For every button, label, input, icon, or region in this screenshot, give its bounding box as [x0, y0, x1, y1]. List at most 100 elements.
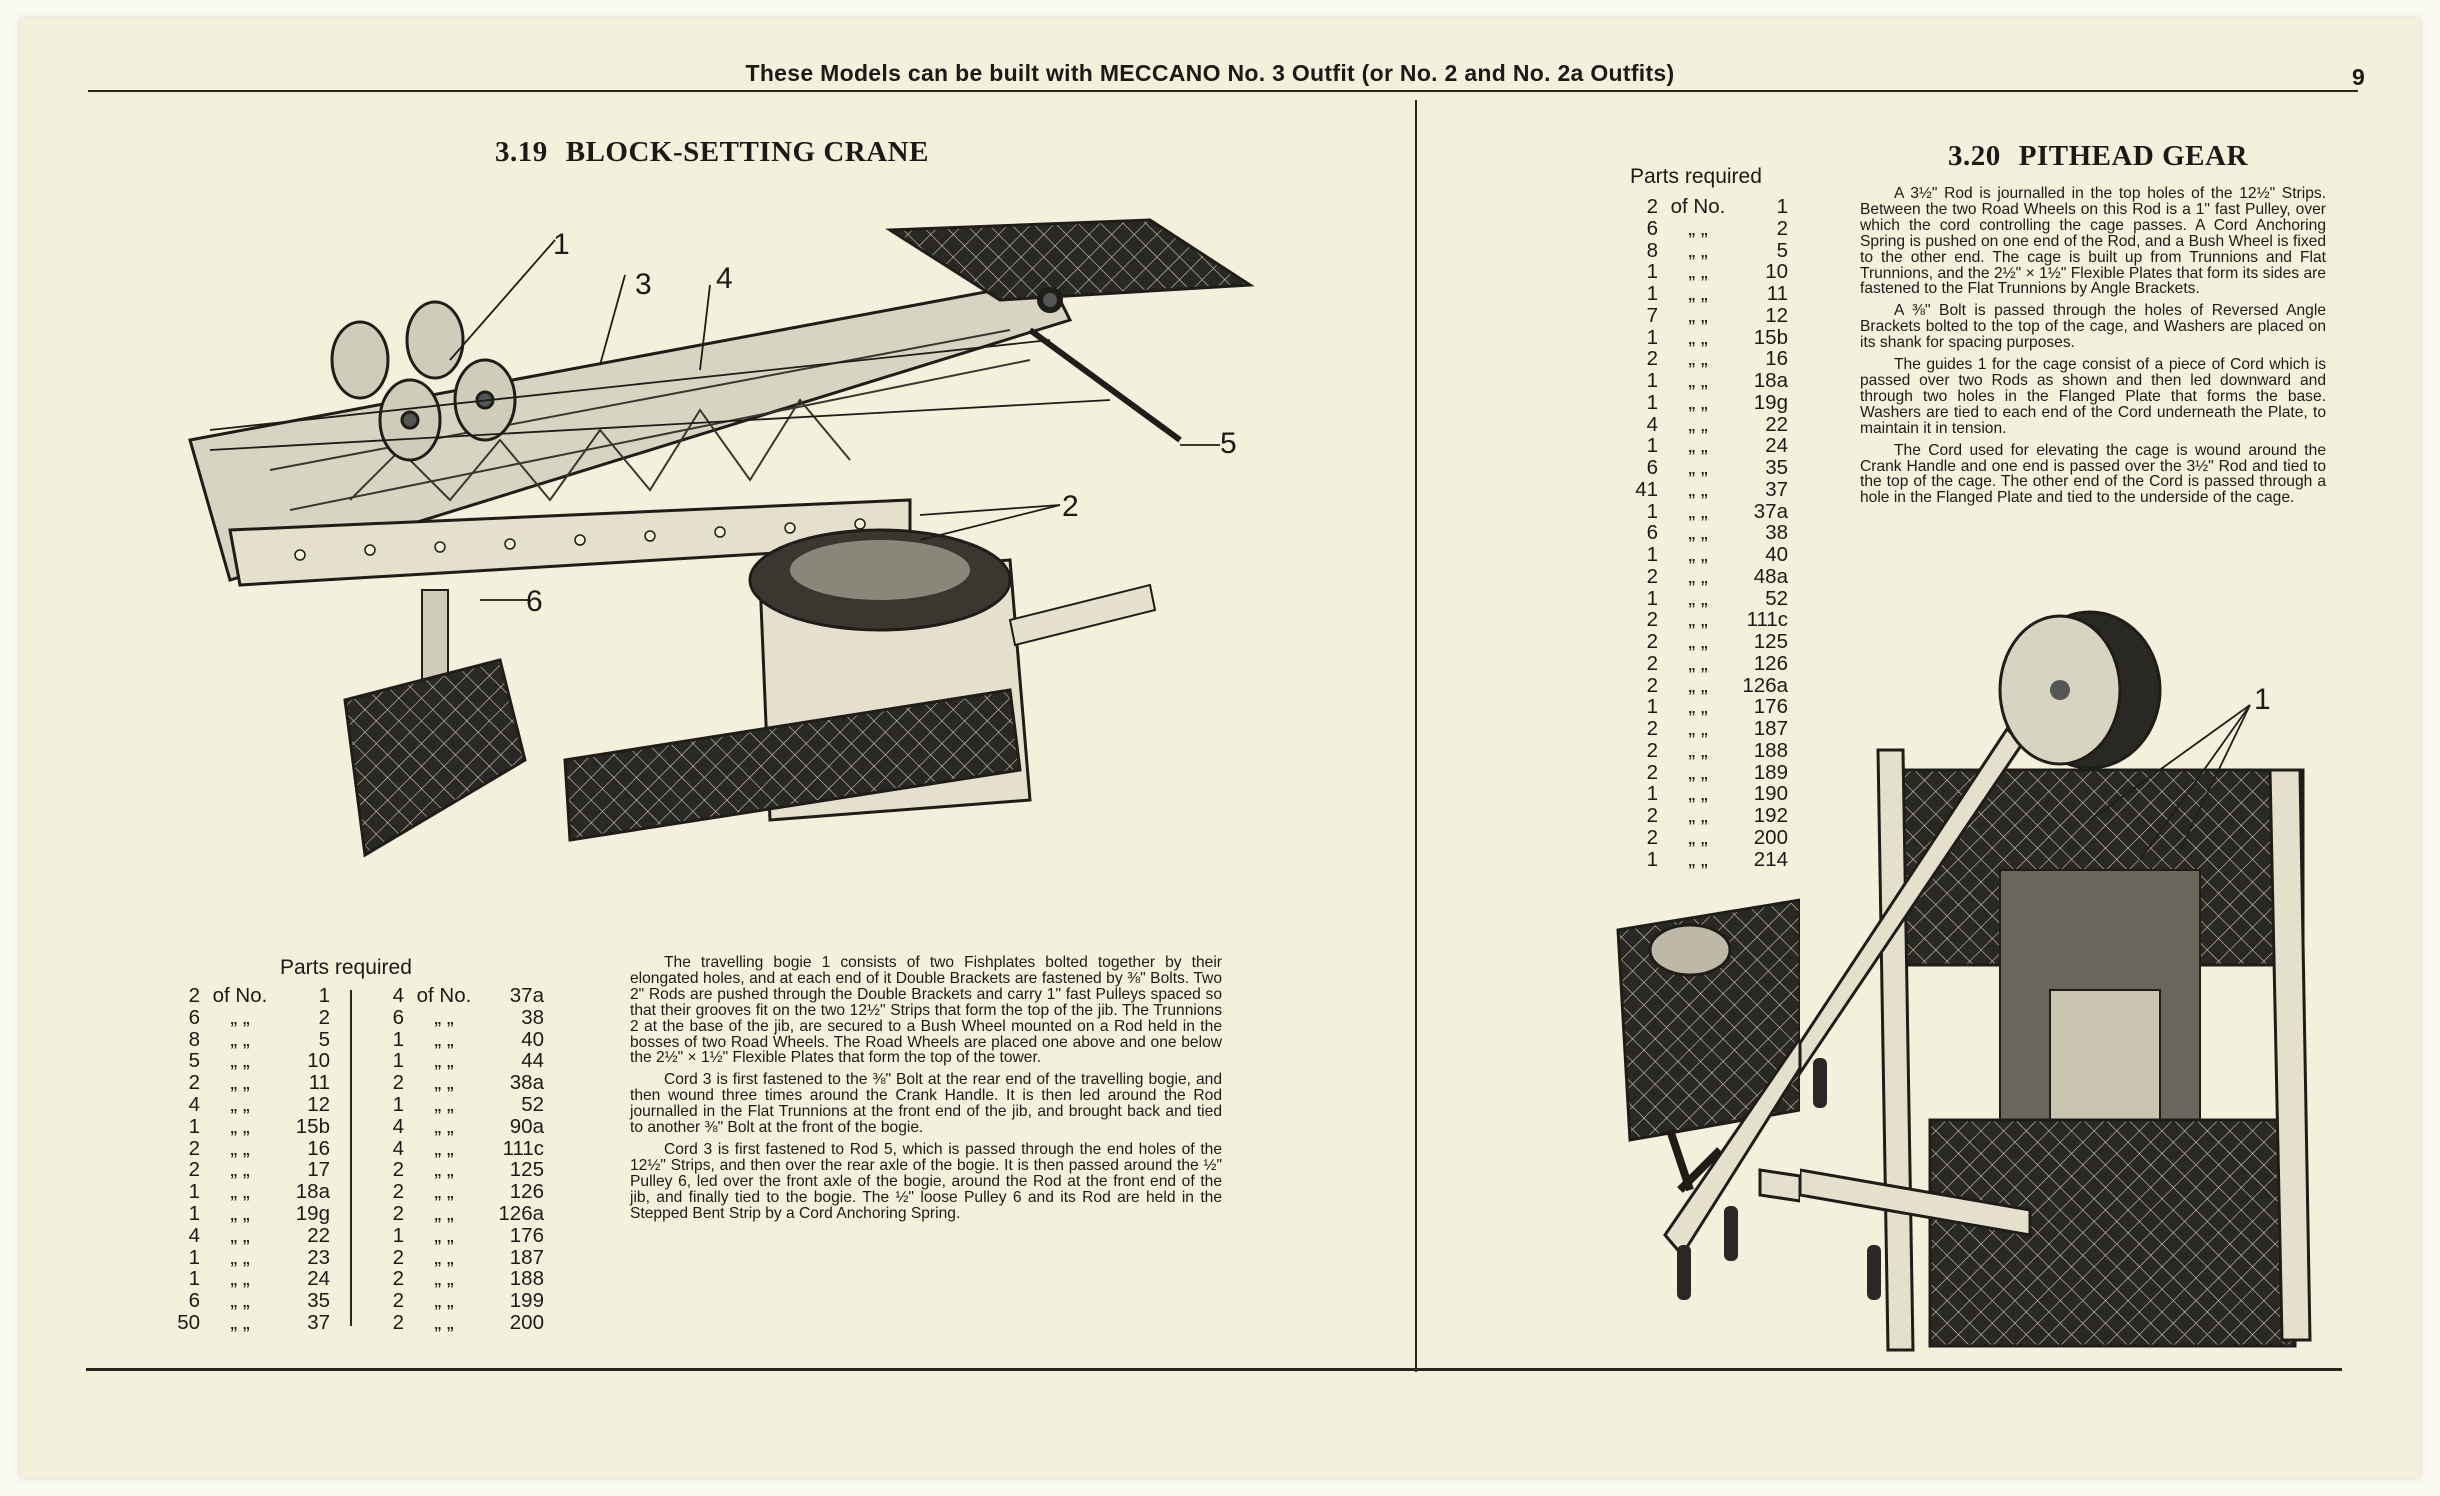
parts-list-row: 1„ „19g	[170, 1203, 330, 1224]
parts-list-row: 2„ „126	[1628, 653, 1788, 674]
description-paragraph: The Cord used for elevating the cage is …	[1860, 441, 2326, 507]
part-quantity: 6	[188, 1289, 200, 1313]
ditto-marks: „ „	[1688, 804, 1708, 827]
parts-list-row: 2 „ „ 16	[170, 1138, 330, 1159]
part-quantity: 2	[188, 1136, 200, 1160]
ditto-marks: „ „	[434, 1049, 454, 1073]
pithead-winding-drum-illustration	[1616, 898, 1800, 1300]
parts-list-row: 4„ „90a	[380, 1116, 544, 1137]
footer-rule	[86, 1368, 2342, 1371]
ditto-marks: „ „	[230, 1049, 250, 1073]
part-quantity: 2	[188, 1071, 200, 1095]
ditto-marks: „ „	[1688, 369, 1708, 392]
part-quantity: 2	[1646, 804, 1658, 827]
ditto-marks: „ „	[1688, 717, 1708, 740]
parts-list-row: 2„ „11	[170, 1072, 330, 1093]
part-number: 2	[318, 1005, 330, 1029]
parts-list-row: 2„ „187	[1628, 718, 1788, 739]
part-number: 90a	[509, 1114, 544, 1138]
part-quantity: 2	[1646, 738, 1658, 762]
part-quantity: 2	[392, 1158, 404, 1182]
ditto-marks: „ „	[230, 1027, 250, 1051]
part-number: 5	[318, 1027, 330, 1051]
parts-list-row: 1„ „40	[1628, 544, 1788, 565]
parts-list-row: 2„ „126	[380, 1181, 544, 1202]
parts-list-row: 2„ „125	[1628, 631, 1788, 652]
ditto-marks: „ „	[434, 1289, 454, 1313]
ditto-marks: „ „	[434, 1136, 454, 1160]
part-number: 16	[307, 1136, 330, 1160]
part-quantity: 6	[392, 1005, 404, 1029]
ditto-marks: „ „	[1688, 260, 1708, 284]
header-text: These Models can be built with MECCANO N…	[745, 60, 1675, 86]
callout-6: 6	[526, 585, 543, 618]
ditto-marks: „ „	[434, 1202, 454, 1225]
part-quantity: 1	[1646, 369, 1658, 392]
part-number: 214	[1753, 847, 1788, 871]
part-quantity: 2	[188, 984, 200, 1007]
part-quantity: 2	[392, 1180, 404, 1204]
part-quantity: 1	[188, 1180, 200, 1204]
part-quantity: 2	[392, 1267, 404, 1291]
ditto-marks: „ „	[230, 1005, 250, 1029]
ditto-marks: „ „	[434, 1245, 454, 1269]
ditto-marks: „ „	[230, 1136, 250, 1160]
model-number: 3.20	[1948, 140, 2001, 172]
page-number: 9	[2352, 64, 2365, 90]
of-no-label: of No.	[1670, 195, 1726, 218]
right-description: A 3½" Rod is journalled in the top holes…	[1860, 186, 2326, 512]
part-number: 40	[1765, 543, 1788, 566]
parts-list-row: 4„ „22	[170, 1225, 330, 1246]
part-quantity: 1	[188, 1267, 200, 1291]
ditto-marks: „ „	[434, 1223, 454, 1247]
part-number: 126	[1753, 651, 1788, 675]
parts-list-row: 1„ „52	[380, 1094, 544, 1115]
part-quantity: 2	[392, 1202, 404, 1225]
part-number: 126a	[498, 1202, 544, 1225]
part-quantity: 4	[392, 1136, 404, 1160]
parts-list-row: 5„ „10	[170, 1050, 330, 1071]
part-quantity: 1	[1646, 782, 1658, 806]
ditto-marks: „ „	[434, 1311, 454, 1334]
part-quantity: 4	[392, 984, 404, 1007]
part-number: 19g	[295, 1202, 330, 1225]
description-paragraph: A ⅜" Bolt is passed through the holes of…	[1860, 302, 2326, 352]
part-number: 17	[307, 1158, 330, 1182]
left-description: The travelling bogie 1 consists of two F…	[630, 955, 1222, 1228]
parts-list-row: 2„ „111c	[1628, 609, 1788, 630]
part-quantity: 4	[392, 1114, 404, 1138]
callout-1: 1	[553, 228, 570, 261]
parts-list-row: 6„ „35	[170, 1290, 330, 1311]
parts-list-row: 7„ „12	[1628, 305, 1788, 326]
part-quantity: 2	[1646, 717, 1658, 740]
ditto-marks: „ „	[1688, 216, 1708, 240]
part-number: 1	[1776, 195, 1788, 218]
parts-list-row: 4„ „22	[1628, 414, 1788, 435]
parts-list-row: 50„ „37	[170, 1312, 330, 1333]
running-header: These Models can be built with MECCANO N…	[0, 60, 2440, 87]
ditto-marks: „ „	[230, 1202, 250, 1225]
parts-list-row: 2„ „17	[170, 1159, 330, 1180]
ditto-marks: „ „	[1688, 630, 1708, 653]
crank-handle	[1028, 287, 1182, 443]
part-quantity: 4	[188, 1093, 200, 1116]
parts-list-row: 8„ „5	[1628, 240, 1788, 261]
part-number: 22	[307, 1223, 330, 1247]
part-quantity: 2	[1646, 760, 1658, 784]
ditto-marks: „ „	[1688, 738, 1708, 762]
part-number: 188	[509, 1267, 544, 1291]
parts-list-row: 1„ „214	[1628, 849, 1788, 870]
model-title: PITHEAD GEAR	[2018, 140, 2248, 172]
parts-list-row: 2„ „125	[380, 1159, 544, 1180]
part-number: 190	[1753, 782, 1788, 806]
right-parts-heading: Parts required	[1630, 165, 1762, 188]
parts-list-row: 2 „ „ 126a	[380, 1203, 544, 1224]
part-number: 23	[307, 1245, 330, 1269]
ditto-marks: „ „	[1688, 325, 1708, 349]
part-quantity: 1	[1646, 586, 1658, 610]
ditto-marks: „ „	[1688, 347, 1708, 371]
callout-leaders	[2089, 704, 2251, 861]
callout-5: 5	[1220, 427, 1237, 460]
